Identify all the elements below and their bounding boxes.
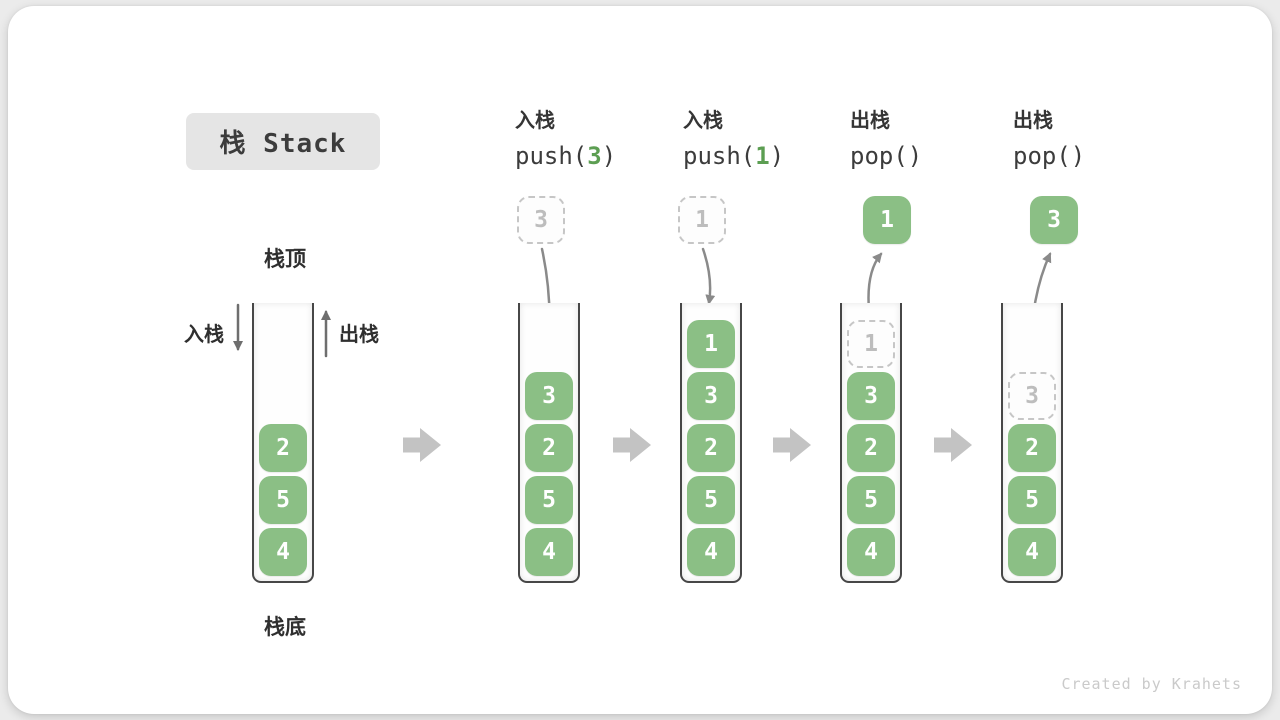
stack-cell-push-3: 2 bbox=[525, 424, 573, 472]
column-header-pop-3: 出栈 pop() bbox=[1013, 106, 1085, 171]
stack-cell-push-3: 4 bbox=[525, 528, 573, 576]
header-code-label: push(1) bbox=[683, 142, 785, 170]
label-stack-bottom: 栈底 bbox=[264, 616, 306, 639]
floating-box-push-3: 3 bbox=[517, 196, 565, 244]
dashed-cell-pop-1: 1 bbox=[847, 320, 895, 368]
column-header-pop-1: 出栈 pop() bbox=[850, 106, 922, 171]
stack-cell-push-1: 2 bbox=[687, 424, 735, 472]
stack-cell-push-3: 5 bbox=[525, 476, 573, 524]
header-code-label: pop() bbox=[850, 142, 923, 170]
column-header-push-3: 入栈 push(3) bbox=[515, 106, 616, 171]
stack-cell-pop-1: 3 bbox=[847, 372, 895, 420]
header-code-label: pop() bbox=[1013, 142, 1086, 170]
dashed-cell-pop-3: 3 bbox=[1008, 372, 1056, 420]
column-header-push-1: 入栈 push(1) bbox=[683, 106, 784, 171]
watermark: Created by Krahets bbox=[1061, 675, 1242, 693]
stack-cell-push-1: 4 bbox=[687, 528, 735, 576]
stack-cell-pop-1: 2 bbox=[847, 424, 895, 472]
header-op-label: 入栈 bbox=[515, 110, 555, 132]
floating-box-push-1: 1 bbox=[678, 196, 726, 244]
floating-box-pop-3: 3 bbox=[1030, 196, 1078, 244]
stack-cell-pop-1: 4 bbox=[847, 528, 895, 576]
stack-cell-pop-1: 5 bbox=[847, 476, 895, 524]
stack-cell-push-1: 5 bbox=[687, 476, 735, 524]
header-op-label: 出栈 bbox=[850, 110, 890, 132]
code-argument: 1 bbox=[755, 142, 770, 170]
page-title: 栈 Stack bbox=[219, 129, 347, 159]
stack-cell-push-1: 3 bbox=[687, 372, 735, 420]
label-push: 入栈 bbox=[184, 324, 224, 346]
header-code-label: push(3) bbox=[515, 142, 617, 170]
stack-cell-push-1: 1 bbox=[687, 320, 735, 368]
stack-cell-initial-stack: 2 bbox=[259, 424, 307, 472]
stack-cell-push-3: 3 bbox=[525, 372, 573, 420]
stack-cell-pop-3: 5 bbox=[1008, 476, 1056, 524]
title-box: 栈 Stack bbox=[186, 113, 380, 170]
label-stack-top: 栈顶 bbox=[264, 248, 306, 271]
label-pop: 出栈 bbox=[339, 324, 379, 346]
floating-box-pop-1: 1 bbox=[863, 196, 911, 244]
stack-cell-pop-3: 2 bbox=[1008, 424, 1056, 472]
header-op-label: 入栈 bbox=[683, 110, 723, 132]
code-argument: 3 bbox=[587, 142, 602, 170]
stack-cell-pop-3: 4 bbox=[1008, 528, 1056, 576]
header-op-label: 出栈 bbox=[1013, 110, 1053, 132]
stack-cell-initial-stack: 4 bbox=[259, 528, 307, 576]
stack-cell-initial-stack: 5 bbox=[259, 476, 307, 524]
